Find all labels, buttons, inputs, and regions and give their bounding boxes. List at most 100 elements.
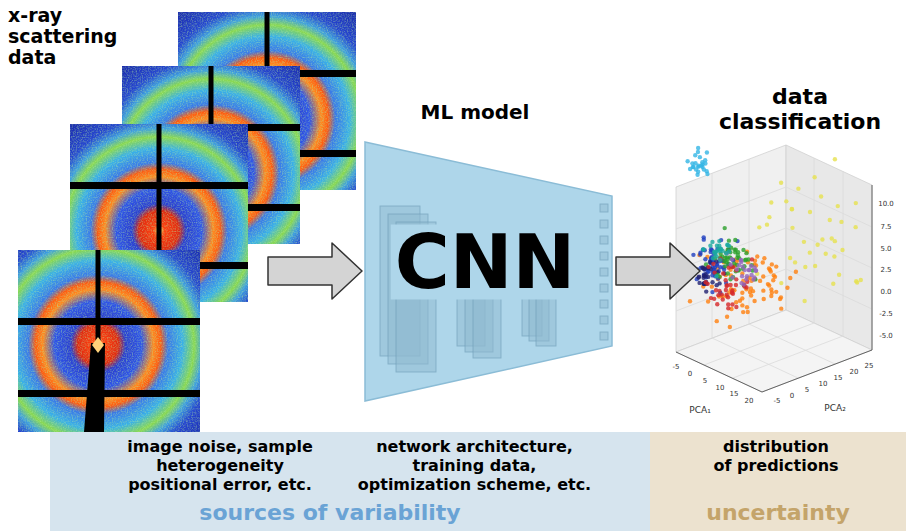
block-arrow bbox=[268, 243, 362, 299]
network-layer bbox=[600, 316, 608, 324]
data-point bbox=[765, 222, 769, 226]
data-point bbox=[754, 269, 758, 273]
data-point bbox=[714, 288, 718, 292]
network-layer bbox=[473, 248, 501, 358]
data-point bbox=[831, 282, 835, 286]
network-layer bbox=[388, 214, 428, 364]
block-arrow bbox=[616, 243, 700, 299]
data-point bbox=[788, 276, 792, 280]
data-point bbox=[691, 253, 695, 257]
network-layer bbox=[380, 206, 420, 356]
data-point bbox=[716, 293, 720, 297]
data-point bbox=[725, 255, 729, 259]
data-point bbox=[693, 161, 697, 165]
tick-label: -5 bbox=[672, 364, 681, 372]
data-point bbox=[769, 269, 773, 273]
data-point bbox=[762, 256, 766, 260]
data-point bbox=[718, 265, 722, 269]
tick-label: 5 bbox=[702, 378, 708, 386]
data-point bbox=[733, 238, 737, 242]
data-point bbox=[751, 289, 755, 293]
data-point bbox=[712, 270, 716, 274]
data-point bbox=[710, 284, 714, 288]
data-point bbox=[839, 220, 843, 224]
data-point bbox=[718, 258, 722, 262]
data-point bbox=[724, 288, 728, 292]
data-point bbox=[695, 173, 699, 177]
tick-label: 20 bbox=[849, 369, 860, 377]
data-point bbox=[697, 275, 701, 279]
data-point bbox=[710, 280, 714, 284]
tick-label: 0 bbox=[789, 393, 795, 401]
data-point bbox=[770, 262, 774, 266]
data-point bbox=[750, 257, 754, 261]
data-point bbox=[712, 250, 716, 254]
data-point bbox=[703, 280, 707, 284]
data-point bbox=[729, 256, 733, 260]
data-point bbox=[730, 257, 734, 261]
data-point bbox=[785, 286, 789, 290]
data-point bbox=[833, 157, 837, 161]
tick-label: 10.0 bbox=[877, 201, 895, 209]
data-point bbox=[749, 263, 753, 267]
data-point bbox=[711, 262, 715, 266]
data-point bbox=[734, 247, 738, 251]
data-point bbox=[717, 239, 721, 243]
data-point bbox=[853, 225, 857, 229]
tick-label: 15 bbox=[729, 391, 740, 399]
data-point bbox=[697, 281, 701, 285]
network-layer bbox=[600, 268, 608, 276]
data-point bbox=[726, 295, 730, 299]
data-point bbox=[761, 260, 765, 264]
data-point bbox=[715, 302, 719, 306]
network-layer bbox=[529, 261, 549, 341]
tick-label: 5.0 bbox=[879, 246, 892, 254]
tick-label: 2.5 bbox=[879, 267, 892, 275]
tick-label: 0 bbox=[687, 371, 693, 379]
data-point bbox=[778, 297, 782, 301]
network-layer bbox=[600, 300, 608, 308]
data-point bbox=[790, 207, 794, 211]
network-layer bbox=[600, 220, 608, 228]
data-point bbox=[729, 262, 733, 266]
data-point bbox=[727, 238, 731, 242]
data-point bbox=[815, 243, 819, 247]
data-point bbox=[769, 287, 773, 291]
data-point bbox=[752, 299, 756, 303]
data-point bbox=[721, 297, 725, 301]
band-title: uncertainty bbox=[680, 500, 876, 526]
data-point bbox=[730, 275, 734, 279]
data-point bbox=[808, 210, 812, 214]
data-point bbox=[739, 258, 743, 262]
data-point bbox=[734, 305, 738, 309]
data-point bbox=[705, 150, 709, 154]
tick-label: 10 bbox=[715, 385, 726, 393]
data-point bbox=[725, 243, 729, 247]
data-point bbox=[788, 256, 792, 260]
data-point bbox=[726, 271, 730, 275]
classification-plot: data classification bbox=[700, 80, 900, 425]
data-point bbox=[715, 319, 719, 323]
data-point bbox=[734, 283, 738, 287]
data-point bbox=[704, 169, 708, 173]
pca-scatter-plot bbox=[676, 145, 872, 392]
image-stack: x-ray scattering data bbox=[6, 4, 268, 432]
data-point bbox=[757, 225, 761, 229]
data-point bbox=[701, 247, 705, 251]
band-title: sources of variability bbox=[150, 500, 510, 526]
data-point bbox=[769, 200, 773, 204]
band-text: network architecture, training data, opt… bbox=[355, 437, 594, 494]
data-point bbox=[749, 293, 753, 297]
uncertainty-band: distribution of predictionsuncertainty bbox=[650, 432, 906, 531]
data-point bbox=[812, 175, 816, 179]
data-point bbox=[714, 274, 718, 278]
data-point bbox=[728, 283, 732, 287]
node-heading: ML model bbox=[362, 100, 588, 124]
tick-label: 5 bbox=[804, 387, 810, 395]
data-point bbox=[741, 248, 745, 252]
data-point bbox=[721, 271, 725, 275]
data-point bbox=[755, 254, 759, 258]
data-point bbox=[728, 325, 732, 329]
network-layer bbox=[465, 242, 493, 352]
